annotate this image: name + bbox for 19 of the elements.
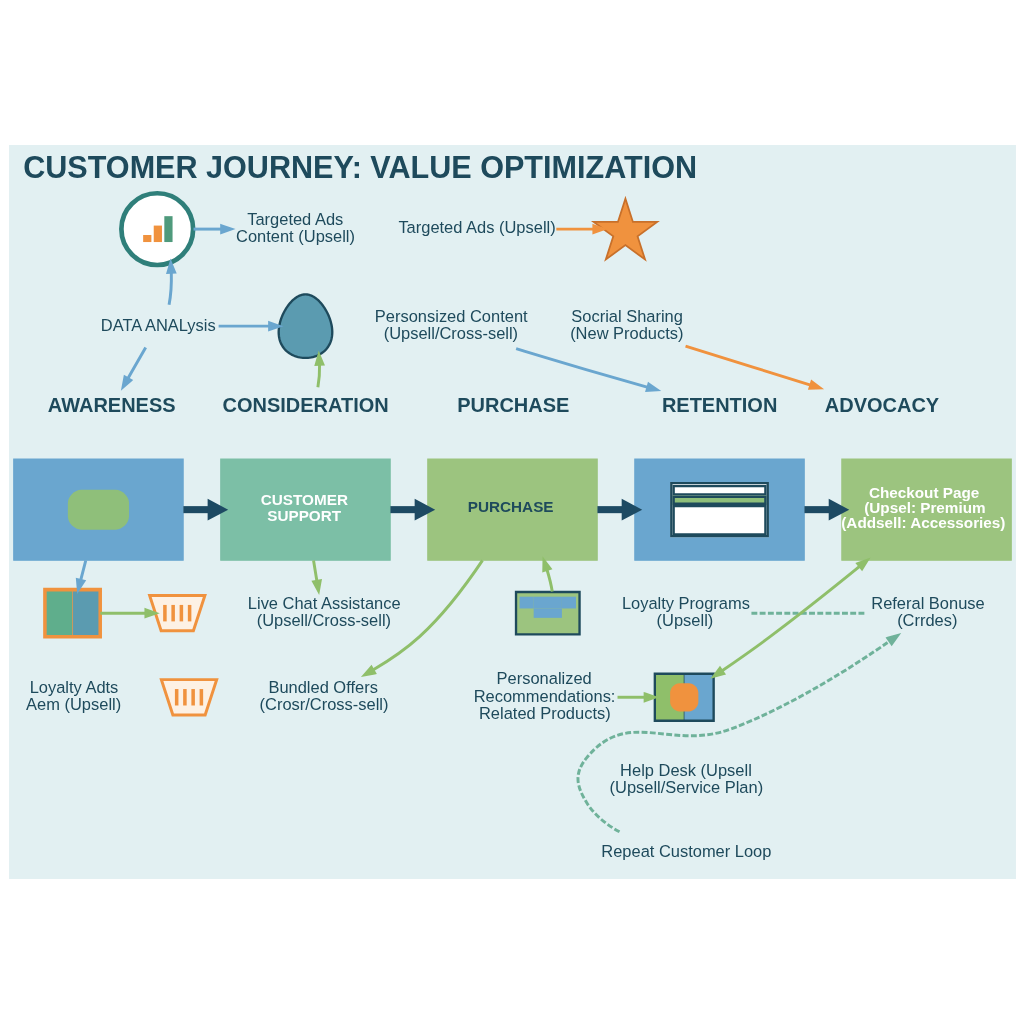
node-text: Targeted Ads Content (Upsell) [235,209,355,246]
node-text: Personsized Content (Upsell/Cross-sell) [374,306,528,343]
diagram-title: CUSTOMER JOURNEY: VALUE OPTIMIZATION [22,149,697,184]
node-text: AWARENESS [47,394,176,417]
node-text: Repeat Customer Loop [600,842,771,861]
node-text: Help Desk (Upsell (Upsell/Service Plan) [609,760,763,797]
node-text: Referal Bonuse (Crrdes) [870,593,985,630]
node-text: Live Chat Assistance (Upsell/Cross-sell) [247,593,401,630]
node-text: DATA ANALysis [100,315,216,334]
node-text: Socrial Sharing (New Products) [569,306,684,343]
node-text: ADVOCACY [824,394,939,417]
node-text: Personalized Recommendations: Related Products) [473,668,615,723]
node-text: RETENTION [661,394,777,417]
node-text: CONSIDERATION [222,394,389,417]
node-text: Loyalty Programs (Upsell) [621,593,750,630]
node-text: Targeted Ads (Upsell) [397,218,556,237]
node-text: Bundled Offers (Crosr/Cross-sell) [259,677,388,714]
node-text: Loyalty Adts Aem (Upsell) [25,677,121,714]
node-text: PURCHASE [456,394,569,417]
